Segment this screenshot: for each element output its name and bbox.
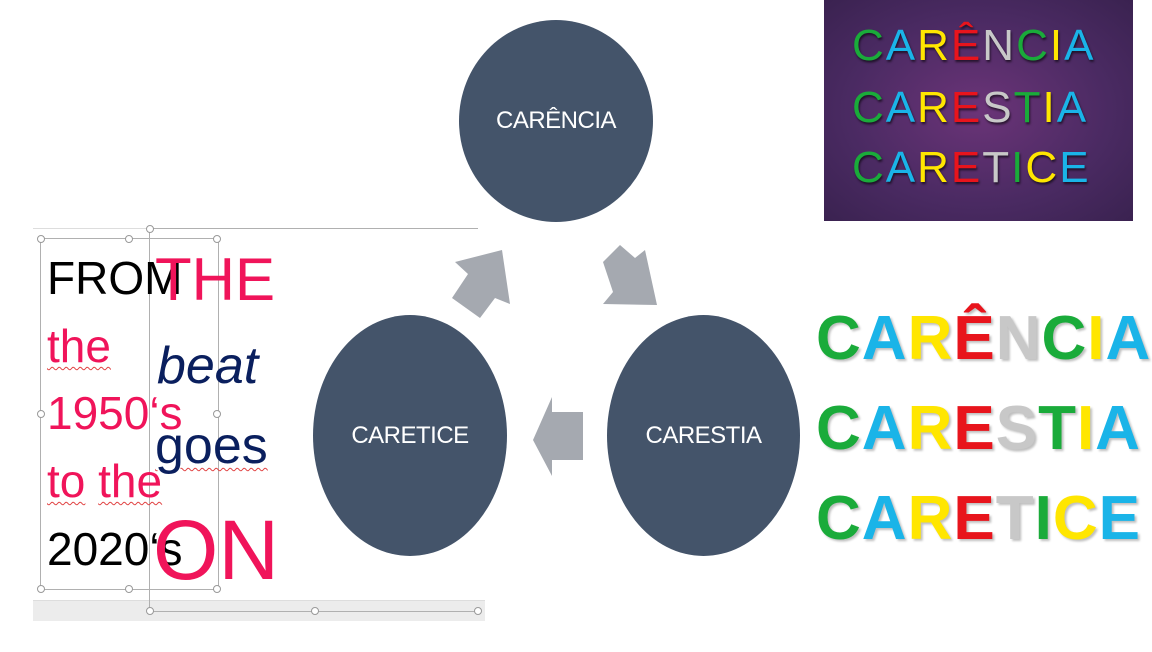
- word-letter: N: [982, 21, 1017, 70]
- word-letter: T: [982, 143, 1012, 192]
- word-letter: C: [1016, 21, 1050, 70]
- resize-handle[interactable]: [125, 585, 133, 593]
- word-letter: T: [995, 484, 1035, 553]
- word-caretice: CARETICE: [852, 146, 1091, 190]
- word-carencia-large: CARÊNCIA: [816, 308, 1151, 370]
- word-letter: I: [1049, 21, 1065, 70]
- word-letter: A: [1056, 83, 1089, 132]
- word-letter: C: [816, 394, 862, 463]
- cycle-node-carencia: CARÊNCIA: [459, 20, 653, 222]
- cycle-node-caretice: CARETICE: [313, 315, 507, 556]
- word-letter: E: [950, 83, 983, 132]
- word-letter: C: [852, 83, 886, 132]
- word-letter: C: [1041, 304, 1088, 373]
- resize-handle[interactable]: [213, 235, 221, 243]
- word-letter: R: [917, 143, 951, 192]
- text-THE: THE: [155, 246, 275, 313]
- word-letter: C: [852, 21, 886, 70]
- cycle-node-carestia: CARESTIA: [607, 315, 800, 556]
- word-letter: R: [907, 394, 954, 463]
- word-carencia: CARÊNCIA: [852, 24, 1095, 68]
- text-to-the: to the: [47, 458, 162, 504]
- word-letter: E: [953, 484, 996, 553]
- word-letter: A: [861, 304, 908, 373]
- text-goes: goes: [155, 417, 268, 475]
- word-letter: I: [1042, 83, 1057, 132]
- word-letter: I: [1034, 484, 1053, 553]
- resize-handle[interactable]: [125, 235, 133, 243]
- word-letter: I: [1087, 304, 1106, 373]
- resize-handle[interactable]: [37, 410, 45, 418]
- text-beat: beat: [157, 337, 259, 395]
- node-label: CARÊNCIA: [495, 107, 617, 134]
- word-letter: A: [885, 83, 918, 132]
- word-caretice-large: CARETICE: [816, 488, 1141, 550]
- word-letter: I: [1011, 143, 1026, 192]
- word-letter: C: [1025, 143, 1060, 192]
- text-2020s: 2020‘s: [47, 523, 183, 575]
- word-letter: I: [1076, 394, 1096, 463]
- word-carestia: CARESTIA: [852, 86, 1088, 130]
- word-letter: S: [982, 83, 1014, 132]
- resize-handle[interactable]: [146, 607, 154, 615]
- word-letter: A: [861, 394, 908, 463]
- word-letter: N: [995, 304, 1042, 373]
- word-letter: C: [852, 143, 886, 192]
- word-letter: C: [816, 484, 862, 553]
- word-letter: C: [1052, 484, 1099, 553]
- text-the: the: [47, 320, 111, 372]
- text-the-2: the: [98, 455, 163, 507]
- word-letter: A: [1105, 304, 1152, 373]
- node-label: CARETICE: [351, 421, 469, 449]
- resize-handle[interactable]: [37, 235, 45, 243]
- word-letter: C: [816, 304, 862, 373]
- panel-scroll-strip: [33, 600, 485, 621]
- text-from: FROM: [47, 252, 183, 304]
- word-letter: R: [907, 304, 954, 373]
- word-letter: A: [1064, 21, 1096, 70]
- word-letter: Ê: [950, 21, 983, 70]
- resize-handle[interactable]: [213, 585, 221, 593]
- resize-handle[interactable]: [474, 607, 482, 615]
- resize-handle[interactable]: [311, 607, 319, 615]
- word-letter: E: [950, 143, 983, 192]
- text-ON: ON: [153, 503, 279, 597]
- word-letter: R: [917, 21, 951, 70]
- text-to: to: [47, 455, 86, 507]
- resize-handle[interactable]: [213, 410, 221, 418]
- text-1950s: 1950‘s: [47, 387, 183, 439]
- word-letter: T: [1038, 394, 1077, 463]
- word-letter: E: [953, 394, 996, 463]
- word-letter: A: [885, 21, 918, 70]
- word-letter: A: [861, 484, 908, 553]
- arrow-left-icon: [533, 397, 583, 476]
- word-letter: A: [885, 143, 918, 192]
- resize-handle[interactable]: [37, 585, 45, 593]
- word-letter: R: [917, 83, 951, 132]
- word-letter: E: [1059, 143, 1091, 192]
- word-letter: T: [1013, 83, 1043, 132]
- purple-word-card: CARÊNCIA CARESTIA CARETICE: [824, 0, 1133, 221]
- arrow-up-right-icon: [452, 250, 510, 318]
- word-carestia-large: CARESTIA: [816, 398, 1141, 460]
- word-letter: S: [995, 394, 1039, 463]
- arrow-down-right-icon: [603, 245, 657, 305]
- word-letter: A: [1095, 394, 1141, 463]
- word-letter: R: [907, 484, 954, 553]
- resize-handle[interactable]: [146, 225, 154, 233]
- word-letter: Ê: [953, 304, 996, 373]
- word-letter: E: [1098, 484, 1141, 553]
- node-label: CARESTIA: [645, 421, 762, 449]
